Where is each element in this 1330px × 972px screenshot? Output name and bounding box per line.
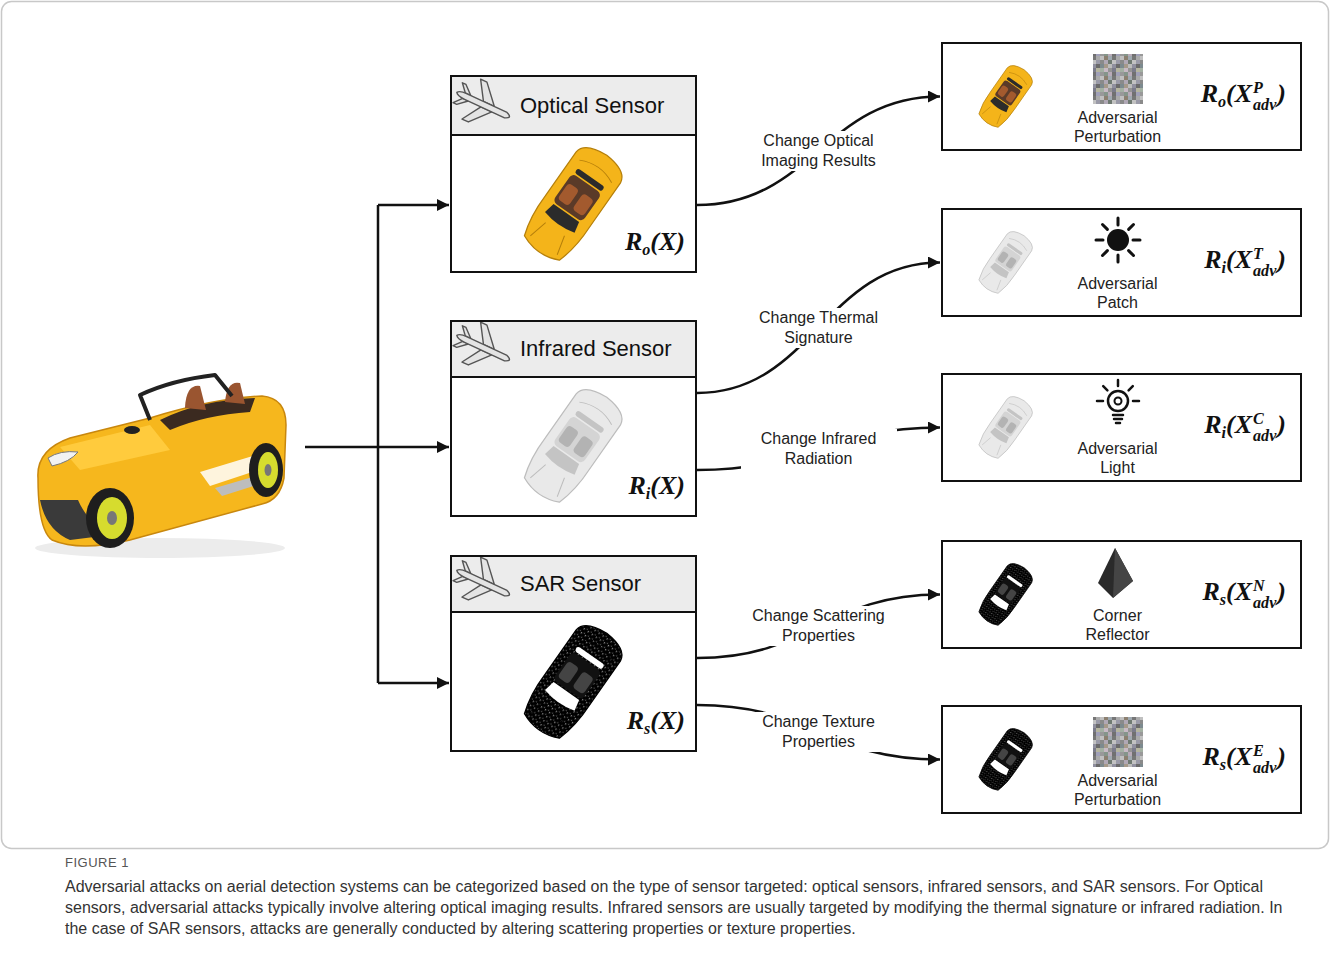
formula-part: ) xyxy=(1277,245,1286,274)
formula: Ro(XPadv) xyxy=(1201,80,1286,112)
formula-part: (X xyxy=(1226,245,1252,274)
attack-result-box: Adversarial Perturbation Ro(XPadv) xyxy=(941,42,1302,151)
formula-sub: i xyxy=(646,485,650,502)
curved-arrow xyxy=(697,595,940,659)
sensor-box: SAR SensorRs(X) xyxy=(450,555,697,752)
formula-sub: s xyxy=(644,720,650,737)
formula-stack: Padv xyxy=(1253,80,1276,112)
formula-part: ) xyxy=(1277,742,1286,771)
curved-arrow xyxy=(697,428,940,471)
formula-part: R xyxy=(1204,410,1221,439)
formula-sub: adv xyxy=(1253,595,1276,611)
sensor-box: Optical SensorRo(X) xyxy=(450,75,697,273)
formula-part: R xyxy=(1201,79,1218,108)
formula-part: R xyxy=(627,706,644,735)
formula-sup: E xyxy=(1253,743,1276,759)
attack-result-box: Corner Reflector Rs(XNadv) xyxy=(941,540,1302,649)
formula-sup: T xyxy=(1253,246,1276,262)
formula: Ro(X) xyxy=(625,228,685,259)
formula-sup: P xyxy=(1253,80,1276,96)
formula-stack: Tadv xyxy=(1253,246,1276,278)
formula-sub: adv xyxy=(1253,428,1276,444)
formula: Ri(X) xyxy=(629,472,686,503)
formula-part: R xyxy=(629,471,646,500)
attack-result-box: Adversarial Light Ri(XCadv) xyxy=(941,373,1302,482)
formula-sub: s xyxy=(1220,756,1226,773)
formula-part: ) xyxy=(1277,410,1286,439)
formula-part: (X xyxy=(1226,577,1252,606)
formula: Rs(X) xyxy=(627,707,685,738)
formula-part: R xyxy=(1202,577,1219,606)
formula-sub: o xyxy=(1218,93,1226,110)
sensor-title: Infrared Sensor xyxy=(520,336,672,362)
formula-part: (X) xyxy=(650,471,685,500)
formula-stack: Cadv xyxy=(1253,411,1276,443)
attack-name: Adversarial Light xyxy=(1063,439,1173,477)
sensor-title: Optical Sensor xyxy=(520,93,664,119)
edge-label: Change Texture Properties xyxy=(741,712,897,752)
formula-part: (X xyxy=(1226,410,1252,439)
attack-result-box: Adversarial Patch Ri(XTadv) xyxy=(941,208,1302,317)
formula: Ri(XTadv) xyxy=(1204,246,1286,278)
attack-name: Adversarial Perturbation xyxy=(1063,771,1173,809)
formula-part: R xyxy=(625,227,642,256)
formula-stack: Eadv xyxy=(1253,743,1276,775)
formula-part: ) xyxy=(1277,79,1286,108)
formula-part: (X) xyxy=(650,706,685,735)
formula-sub: i xyxy=(1222,424,1226,441)
formula: Rs(XNadv) xyxy=(1202,578,1286,610)
edge-label: Change Thermal Signature xyxy=(741,308,897,348)
formula-part: (X xyxy=(1226,79,1252,108)
formula-sub: s xyxy=(1220,591,1226,608)
formula-sub: i xyxy=(1222,259,1226,276)
formula-part: (X) xyxy=(650,227,685,256)
formula-sub: adv xyxy=(1253,97,1276,113)
sensor-title: SAR Sensor xyxy=(520,571,641,597)
formula-sub: o xyxy=(642,241,650,258)
formula-sub: adv xyxy=(1253,760,1276,776)
formula-sup: C xyxy=(1253,411,1276,427)
attack-name: Adversarial Patch xyxy=(1063,274,1173,312)
curved-arrow xyxy=(697,263,940,394)
figure-number: FIGURE 1 xyxy=(65,855,129,871)
formula-sub: adv xyxy=(1253,263,1276,279)
edge-label: Change Infrared Radiation xyxy=(741,429,897,469)
attack-result-box: Adversarial Perturbation Rs(XEadv) xyxy=(941,705,1302,814)
edge-label: Change Optical Imaging Results xyxy=(741,131,897,171)
attack-name: Adversarial Perturbation xyxy=(1063,108,1173,146)
figure-caption: Adversarial attacks on aerial detection … xyxy=(65,876,1290,939)
formula-part: (X xyxy=(1226,742,1252,771)
formula-part: R xyxy=(1202,742,1219,771)
curved-arrow xyxy=(697,705,940,760)
formula-part: R xyxy=(1204,245,1221,274)
sensor-box: Infrared SensorRi(X) xyxy=(450,320,697,517)
attack-name: Corner Reflector xyxy=(1063,606,1173,644)
formula-sup: N xyxy=(1253,578,1276,594)
edge-label: Change Scattering Properties xyxy=(741,606,897,646)
formula-part: ) xyxy=(1277,577,1286,606)
formula: Ri(XCadv) xyxy=(1204,411,1286,443)
curved-arrow xyxy=(697,97,940,206)
formula: Rs(XEadv) xyxy=(1202,743,1286,775)
formula-stack: Nadv xyxy=(1253,578,1276,610)
